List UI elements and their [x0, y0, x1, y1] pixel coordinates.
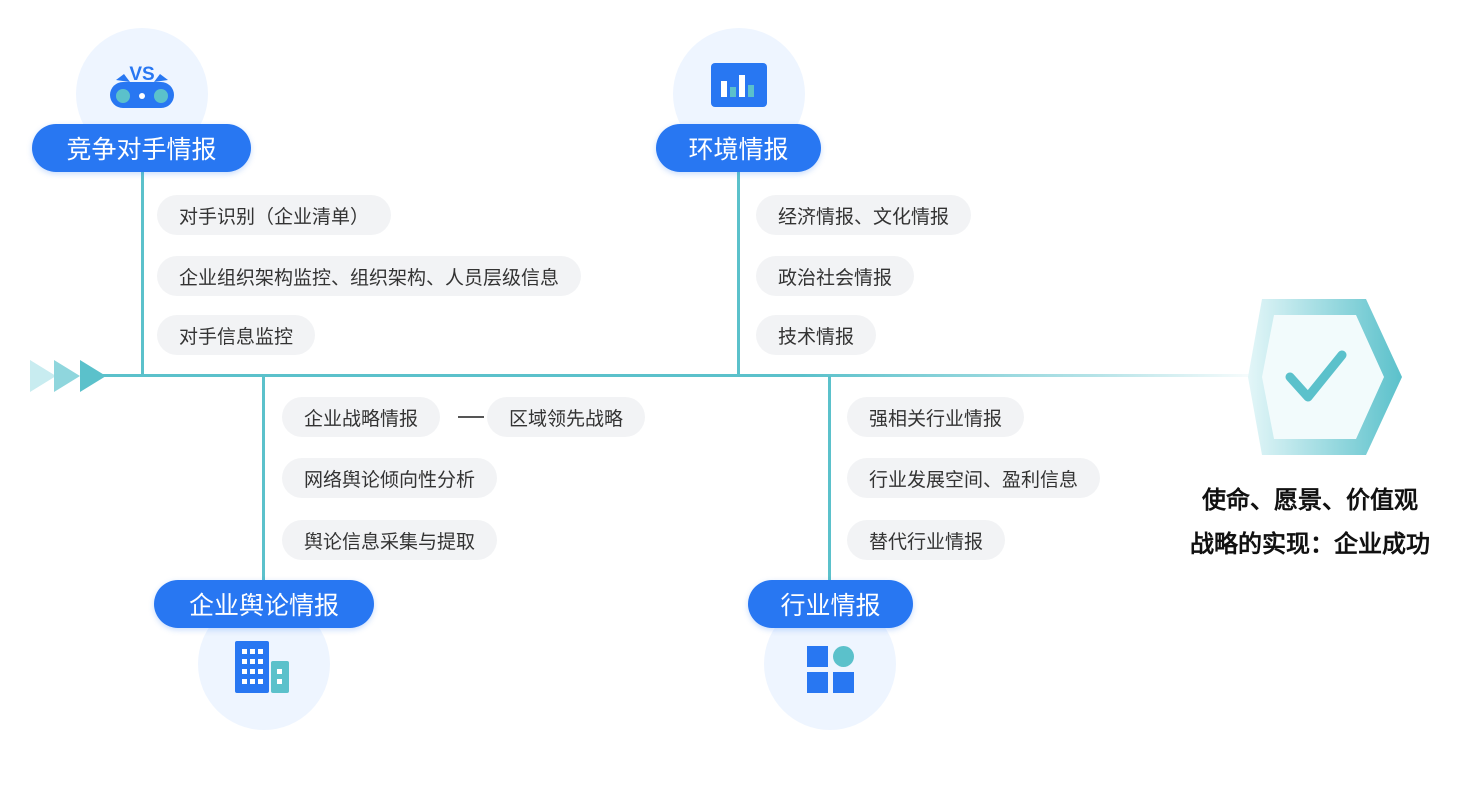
item-industry-2: 行业发展空间、盈利信息	[847, 458, 1101, 498]
connector-dash	[458, 416, 484, 418]
item-industry-3: 替代行业情报	[847, 520, 1006, 560]
category-public-opinion-label: 企业舆论情报	[188, 591, 339, 620]
item-competitor-2: 企业组织架构监控、组织架构、人员层级信息	[157, 256, 582, 296]
item-industry-1: 强相关行业情报	[847, 397, 1025, 437]
category-industry-label: 行业情报	[780, 591, 881, 620]
item-opinion-2: 网络舆论倾向性分析	[282, 458, 498, 498]
item-environment-2: 政治社会情报	[756, 256, 915, 296]
checkmark-hexagon-icon	[1248, 299, 1402, 455]
item-opinion-3: 舆论信息采集与提取	[282, 520, 498, 560]
category-public-opinion[interactable]: 企业舆论情报	[154, 580, 374, 628]
item-opinion-1b: 区域领先战略	[487, 397, 646, 437]
branch-line-environment	[737, 168, 740, 376]
item-competitor-1: 对手识别（企业清单）	[157, 195, 392, 235]
branch-line-public-opinion	[262, 376, 265, 584]
category-competitor[interactable]: 竞争对手情报	[32, 124, 251, 172]
branch-line-competitor	[141, 168, 144, 376]
category-environment[interactable]: 环境情报	[656, 124, 821, 172]
goal-line-1: 使命、愿景、价值观	[1202, 486, 1418, 514]
svg-text:VS: VS	[129, 64, 154, 85]
item-environment-1: 经济情报、文化情报	[756, 195, 972, 235]
buildings-icon	[235, 641, 289, 693]
category-industry[interactable]: 行业情报	[748, 580, 913, 628]
spine-arrow-icon	[30, 360, 106, 392]
item-environment-3: 技术情报	[756, 315, 877, 355]
category-environment-label: 环境情报	[688, 135, 789, 164]
branch-line-industry	[828, 376, 831, 584]
vs-binoculars-icon: VS	[110, 64, 174, 108]
category-competitor-label: 竞争对手情报	[66, 135, 217, 164]
apps-grid-icon	[807, 646, 854, 693]
bar-chart-icon	[711, 63, 767, 107]
item-competitor-3: 对手信息监控	[157, 315, 316, 355]
item-opinion-1: 企业战略情报	[282, 397, 441, 437]
goal-line-2: 战略的实现：企业成功	[1190, 530, 1430, 558]
fishbone-spine	[100, 374, 1270, 377]
